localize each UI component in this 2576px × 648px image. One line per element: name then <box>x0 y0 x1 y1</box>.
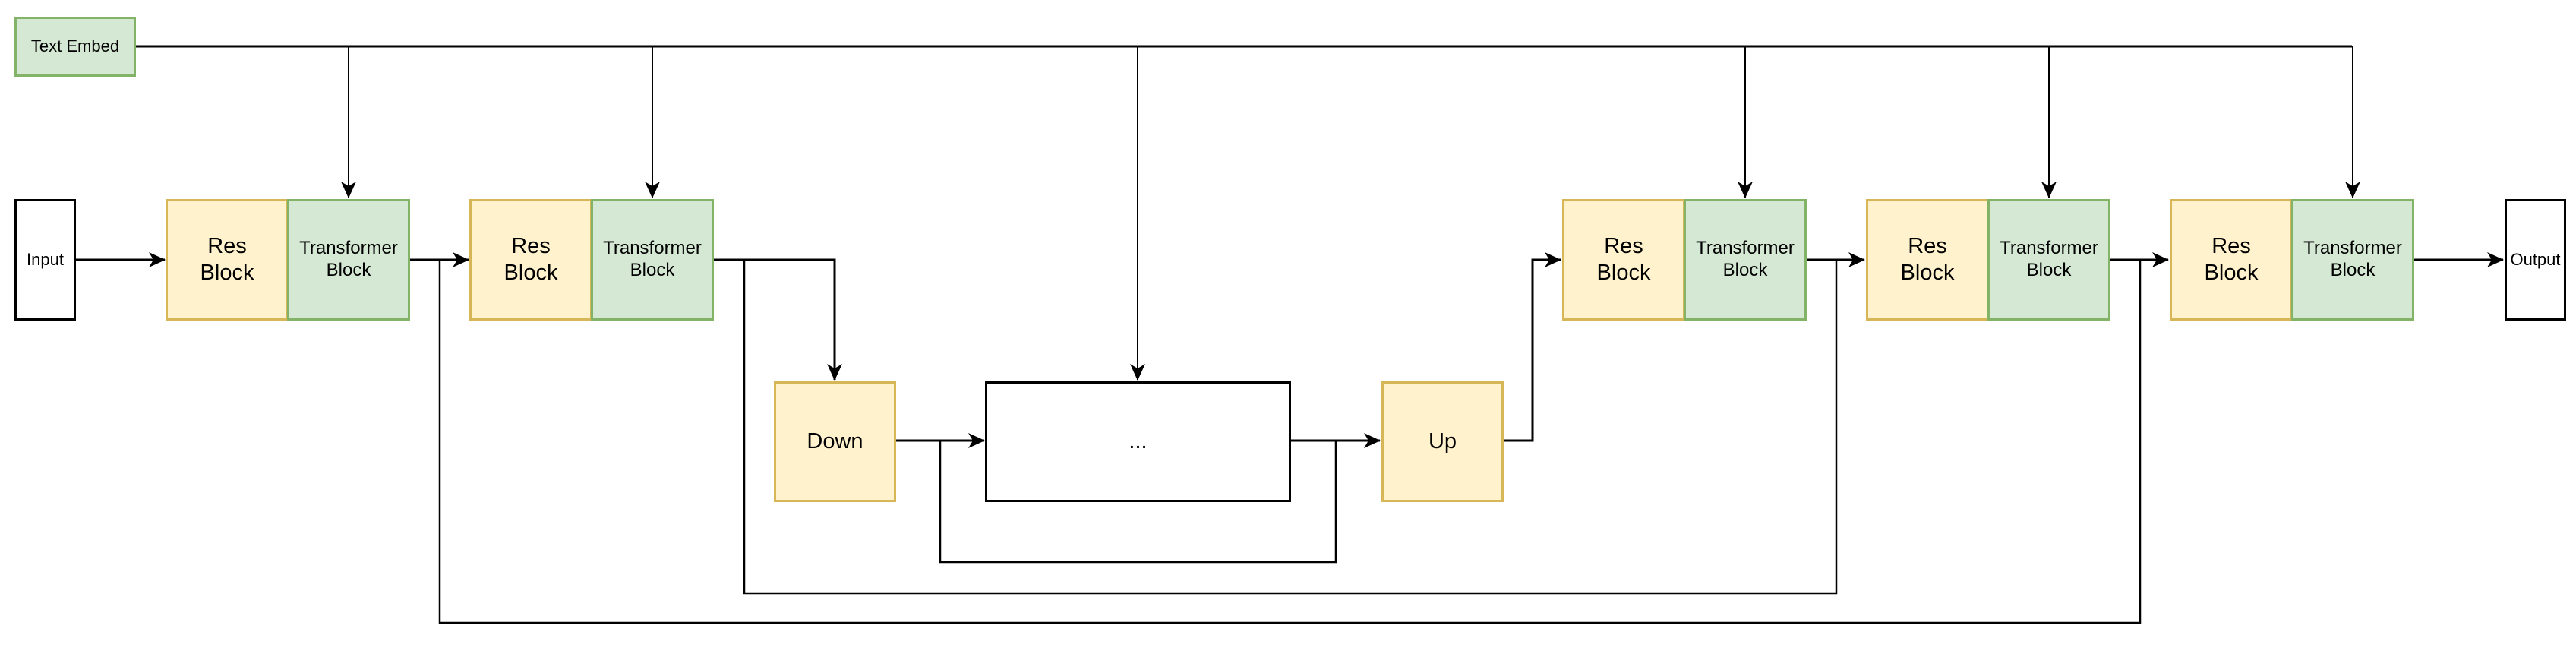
transformer-block-5: Transformer Block <box>2291 199 2414 321</box>
input-node: Input <box>14 199 76 321</box>
input-label: Input <box>27 249 64 269</box>
skip-transformer-2-to-res-4 <box>743 260 1838 595</box>
skip-transformer-1-to-res-5 <box>438 260 2142 624</box>
res-block-label: Res Block <box>504 234 558 285</box>
transformer-block-2: Transformer Block <box>591 199 714 321</box>
res-block-1: Res Block <box>166 199 289 321</box>
transformer-block-label: Transformer Block <box>2303 238 2402 280</box>
text-embed-node: Text Embed <box>14 17 136 77</box>
transformer-block-1: Transformer Block <box>287 199 410 321</box>
transformer-block-3: Transformer Block <box>1684 199 1807 321</box>
up-node: Up <box>1381 381 1504 502</box>
res-block-5: Res Block <box>2170 199 2293 321</box>
output-label: Output <box>2510 249 2561 269</box>
up-to-res-3 <box>1503 252 1561 442</box>
res-block-label: Res Block <box>200 234 254 285</box>
res-block-label: Res Block <box>1900 234 1955 285</box>
middle-node: ... <box>985 381 1291 502</box>
text-embed-label: Text Embed <box>30 36 120 56</box>
res-block-4: Res Block <box>1866 199 1989 321</box>
res-block-label: Res Block <box>1596 234 1651 285</box>
res-block-label: Res Block <box>2204 234 2259 285</box>
transformer-block-label: Transformer Block <box>603 238 702 280</box>
up-label: Up <box>1428 429 1457 454</box>
transformer-block-label: Transformer Block <box>299 238 398 280</box>
skip-down-to-up <box>939 441 1337 564</box>
output-node: Output <box>2505 199 2566 321</box>
down-label: Down <box>807 429 863 454</box>
transformer-block-label: Transformer Block <box>2000 238 2098 280</box>
middle-label: ... <box>1129 429 1148 454</box>
res-block-2: Res Block <box>469 199 592 321</box>
res-block-3: Res Block <box>1562 199 1685 321</box>
transformer-2-to-down <box>713 258 842 381</box>
transformer-block-label: Transformer Block <box>1696 238 1795 280</box>
down-node: Down <box>774 381 896 502</box>
transformer-block-4: Transformer Block <box>1987 199 2110 321</box>
